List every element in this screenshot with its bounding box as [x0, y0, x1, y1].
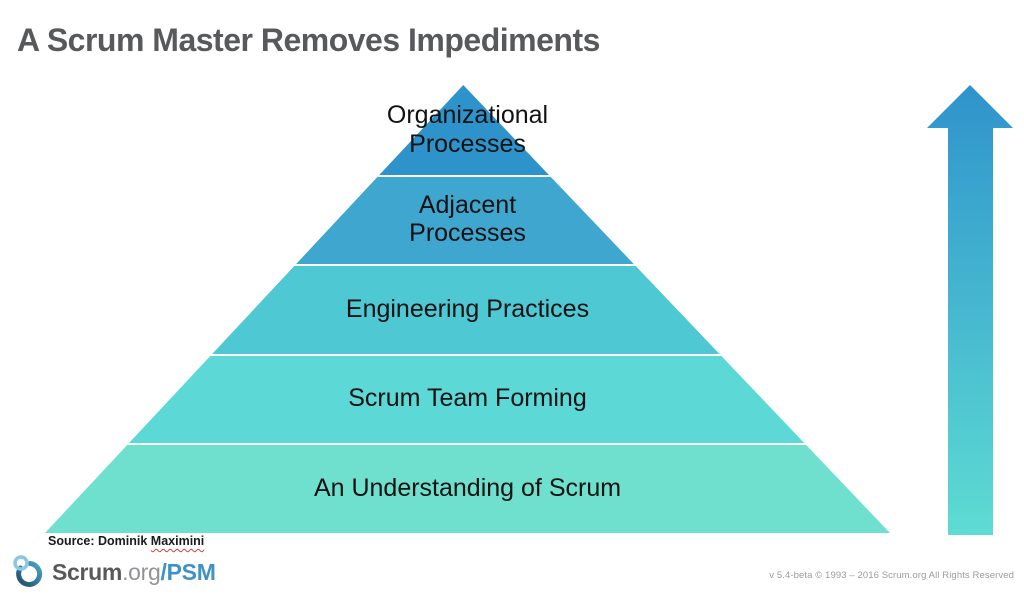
scrum-org-logo-text: Scrum.org/PSM	[52, 559, 216, 586]
source-author-name: Maximini	[150, 534, 205, 548]
upward-arrow-icon	[927, 85, 1013, 535]
page-title: A Scrum Master Removes Impediments	[17, 22, 600, 58]
pyramid-band	[45, 443, 890, 533]
scrum-org-swirl-icon	[13, 555, 43, 587]
pyramid-bands	[45, 85, 890, 533]
logo-scrum-text: Scrum	[52, 558, 123, 585]
copyright-text: v 5.4-beta © 1993 – 2016 Scrum.org All R…	[769, 570, 1014, 581]
scrum-org-logo: Scrum.org/PSM	[12, 555, 216, 589]
logo-org-text: .org	[122, 558, 161, 585]
pyramid-band	[45, 264, 890, 354]
logo-psm-text: /PSM	[160, 558, 216, 585]
pyramid-band	[45, 174, 890, 265]
source-attribution: Source: Dominik Maximini	[48, 534, 204, 548]
pyramid-band	[45, 85, 890, 175]
source-prefix: Source: Dominik	[48, 534, 151, 548]
pyramid-band	[45, 353, 890, 444]
